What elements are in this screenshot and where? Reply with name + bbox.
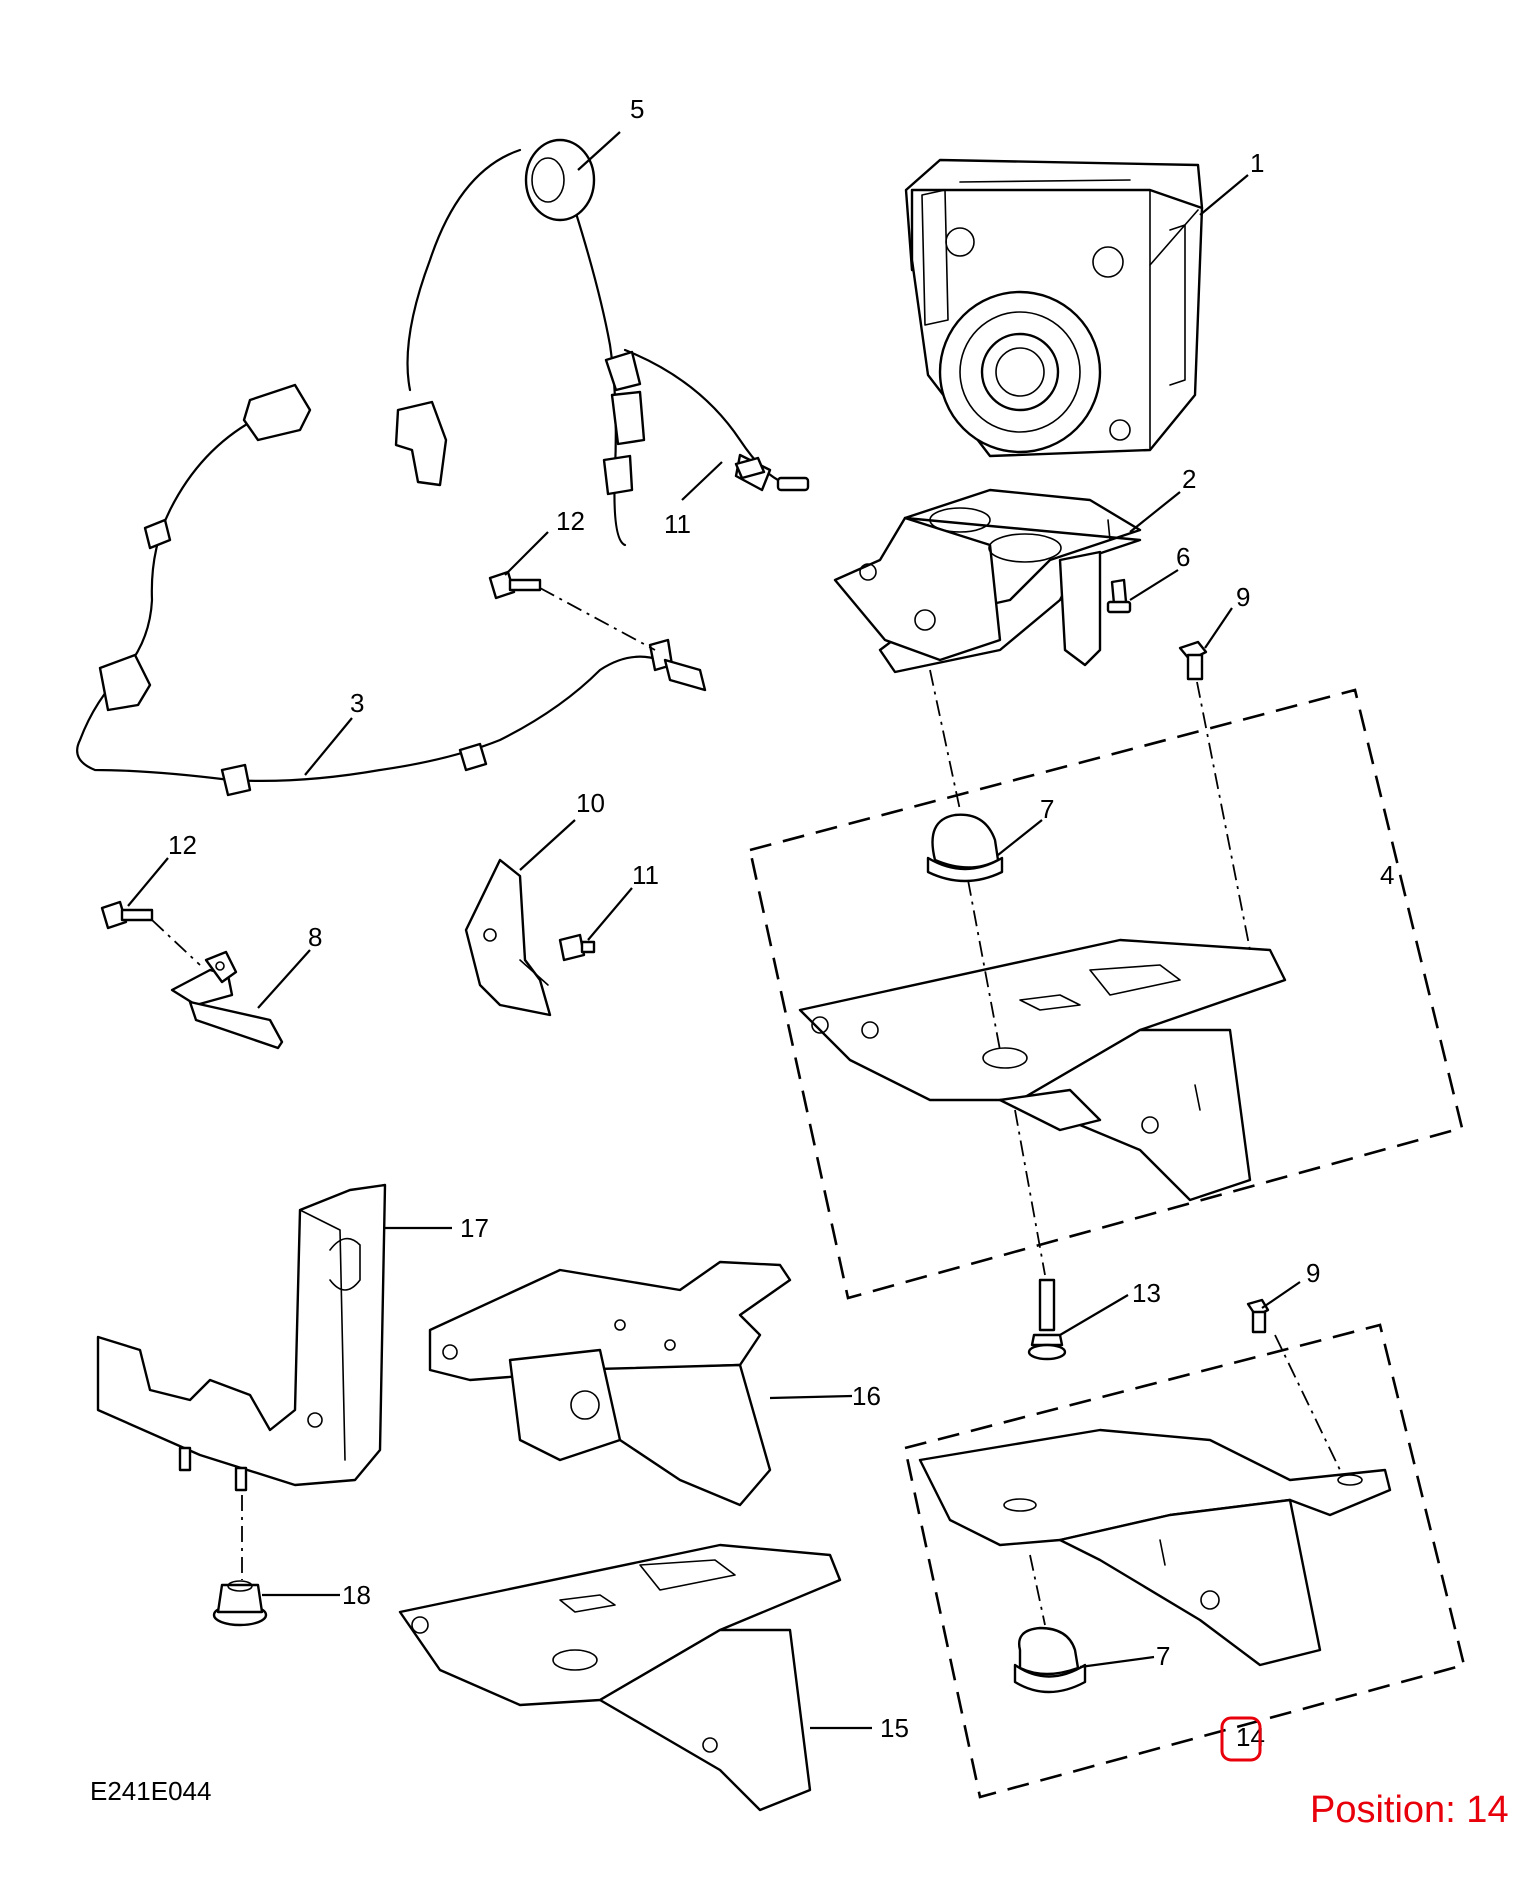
part-1-abs-module[interactable] xyxy=(904,158,1204,458)
callout-12-upper: 12 xyxy=(556,506,585,536)
part-7-grommet-upper[interactable] xyxy=(926,813,1004,883)
diagram-code: E241E044 xyxy=(90,1776,211,1806)
callout-7-upper: 7 xyxy=(1040,794,1054,824)
part-12-bolt-lower[interactable] xyxy=(100,900,154,930)
part-11-screw-lower[interactable] xyxy=(558,933,596,962)
callout-11-lower: 11 xyxy=(632,860,659,890)
part-14-lower-bracket[interactable] xyxy=(918,1428,1392,1667)
assembly-axes xyxy=(151,587,1341,1626)
part-2-upper-bracket[interactable] xyxy=(833,488,1142,674)
callout-4: 4 xyxy=(1380,860,1394,890)
part-12-bolt-upper[interactable] xyxy=(488,570,542,600)
part-3-speed-sensor-harness[interactable] xyxy=(76,383,707,797)
position-indicator: Position: 14 xyxy=(1310,1789,1509,1831)
callout-6: 6 xyxy=(1176,542,1190,572)
part-4-main-bracket[interactable] xyxy=(798,938,1287,1202)
callout-3: 3 xyxy=(350,688,364,718)
callout-17: 17 xyxy=(460,1213,489,1243)
part-5-wiring-harness[interactable] xyxy=(394,138,810,547)
part-9-bolt-upper[interactable] xyxy=(1178,640,1208,681)
part-18-nut[interactable] xyxy=(212,1580,268,1627)
callout-5: 5 xyxy=(630,94,644,124)
callout-9-lower: 9 xyxy=(1306,1258,1320,1288)
part-16-bracket[interactable] xyxy=(428,1260,792,1507)
leader-lines xyxy=(127,131,1301,1730)
part-17-support-bracket[interactable] xyxy=(96,1183,387,1492)
callout-1: 1 xyxy=(1250,148,1264,178)
part-9-bolt-lower[interactable] xyxy=(1246,1298,1270,1334)
part-14-assembly-boundary xyxy=(903,1323,1466,1799)
callout-7-lower: 7 xyxy=(1156,1641,1170,1671)
part-6-bolt[interactable] xyxy=(1106,578,1132,614)
part-11-connector-upper[interactable] xyxy=(734,456,766,480)
position-highlight-marker xyxy=(1220,1716,1262,1762)
part-10-bracket[interactable] xyxy=(464,858,552,1017)
callout-9-upper: 9 xyxy=(1236,582,1250,612)
part-15-bracket[interactable] xyxy=(398,1543,842,1812)
callout-8: 8 xyxy=(308,922,322,952)
callout-16: 16 xyxy=(852,1381,881,1411)
part-7-grommet-lower[interactable] xyxy=(1013,1626,1087,1694)
part-13-stud[interactable] xyxy=(1027,1278,1067,1361)
callout-labels: 1 2 3 4 5 6 7 7 8 9 9 10 11 11 12 12 13 … xyxy=(168,94,1394,1752)
callout-2: 2 xyxy=(1182,464,1196,494)
callout-12-lower: 12 xyxy=(168,830,197,860)
callout-15: 15 xyxy=(880,1713,909,1743)
callout-11-upper: 11 xyxy=(664,509,691,539)
callout-18: 18 xyxy=(342,1580,371,1610)
part-8-speed-sensor[interactable] xyxy=(170,950,284,1050)
callout-10: 10 xyxy=(576,788,605,818)
part-4-assembly-boundary xyxy=(748,688,1464,1300)
callout-13: 13 xyxy=(1132,1278,1161,1308)
